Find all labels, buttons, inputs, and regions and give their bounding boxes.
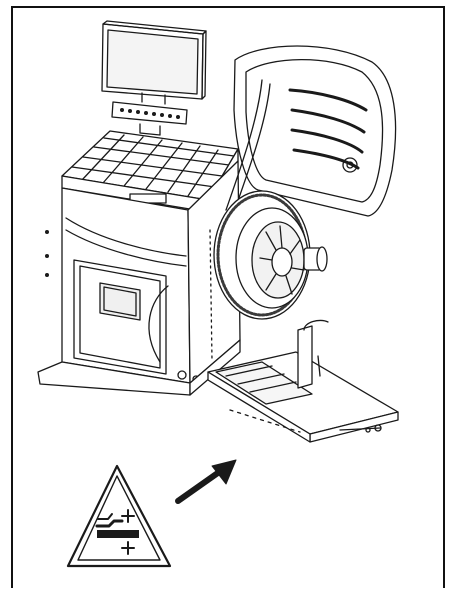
arrow-icon	[175, 459, 237, 504]
wheel-lift-platform	[207, 319, 399, 443]
pinch-hazard-warning-icon	[66, 464, 172, 568]
monitor-display	[101, 20, 207, 105]
wheel-guard-hood	[225, 45, 397, 217]
machine-base	[37, 339, 241, 396]
tire-wheel	[213, 190, 328, 320]
figure-frame	[11, 6, 445, 588]
keypad-panel	[111, 101, 188, 136]
